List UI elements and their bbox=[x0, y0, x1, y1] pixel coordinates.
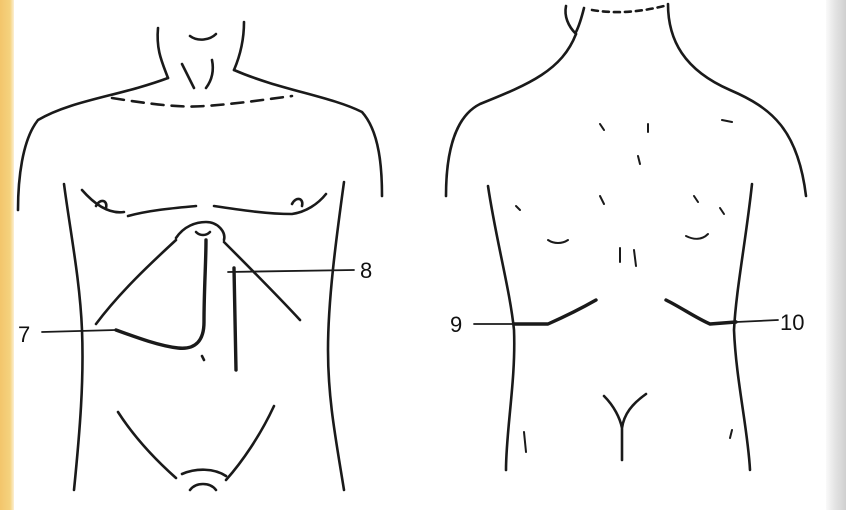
back-gluteal-cleft bbox=[604, 394, 646, 460]
front-rib-margin-left bbox=[96, 240, 176, 324]
back-neck-left bbox=[446, 34, 576, 196]
front-pubis bbox=[182, 470, 226, 490]
front-pectoral-right bbox=[214, 194, 326, 214]
front-collarbone bbox=[112, 96, 292, 107]
back-neck-right bbox=[668, 4, 806, 196]
back-head-left bbox=[565, 6, 576, 34]
back-lower-marks bbox=[524, 430, 732, 452]
front-adam-apple bbox=[182, 60, 213, 88]
front-umbilicus bbox=[202, 356, 204, 360]
label-7: 7 bbox=[18, 322, 30, 347]
front-neck-right bbox=[234, 22, 244, 70]
back-torso-right-side bbox=[734, 184, 752, 470]
back-scapula-left bbox=[516, 206, 568, 243]
leader-8 bbox=[228, 270, 354, 272]
incision-9 bbox=[514, 300, 596, 324]
front-neck-left bbox=[158, 28, 168, 78]
front-nipple-right bbox=[292, 199, 302, 206]
leader-10 bbox=[736, 320, 778, 322]
front-groin-right bbox=[226, 406, 274, 480]
front-torso-left-side bbox=[64, 184, 83, 490]
back-torso-left-side bbox=[488, 186, 514, 470]
incision-10 bbox=[666, 300, 736, 324]
front-groin-left bbox=[118, 412, 176, 478]
front-shoulder-right bbox=[234, 70, 382, 196]
back-hairline bbox=[592, 6, 664, 12]
back-torso-figure bbox=[446, 4, 806, 470]
leader-7 bbox=[42, 330, 116, 332]
front-xiphoid-inner bbox=[196, 232, 210, 235]
front-torso-figure bbox=[18, 22, 382, 490]
front-xiphoid bbox=[176, 222, 224, 240]
incision-8 bbox=[234, 268, 236, 370]
incision-7 bbox=[116, 240, 206, 348]
front-chin bbox=[190, 34, 216, 40]
back-head-right bbox=[576, 8, 584, 32]
label-10: 10 bbox=[780, 310, 804, 335]
front-shoulder-left bbox=[18, 78, 168, 210]
back-scapula-right bbox=[686, 208, 724, 239]
back-spine-marks bbox=[600, 120, 732, 266]
label-9: 9 bbox=[450, 312, 462, 337]
front-torso-right-side bbox=[328, 182, 344, 490]
label-8: 8 bbox=[360, 258, 372, 283]
